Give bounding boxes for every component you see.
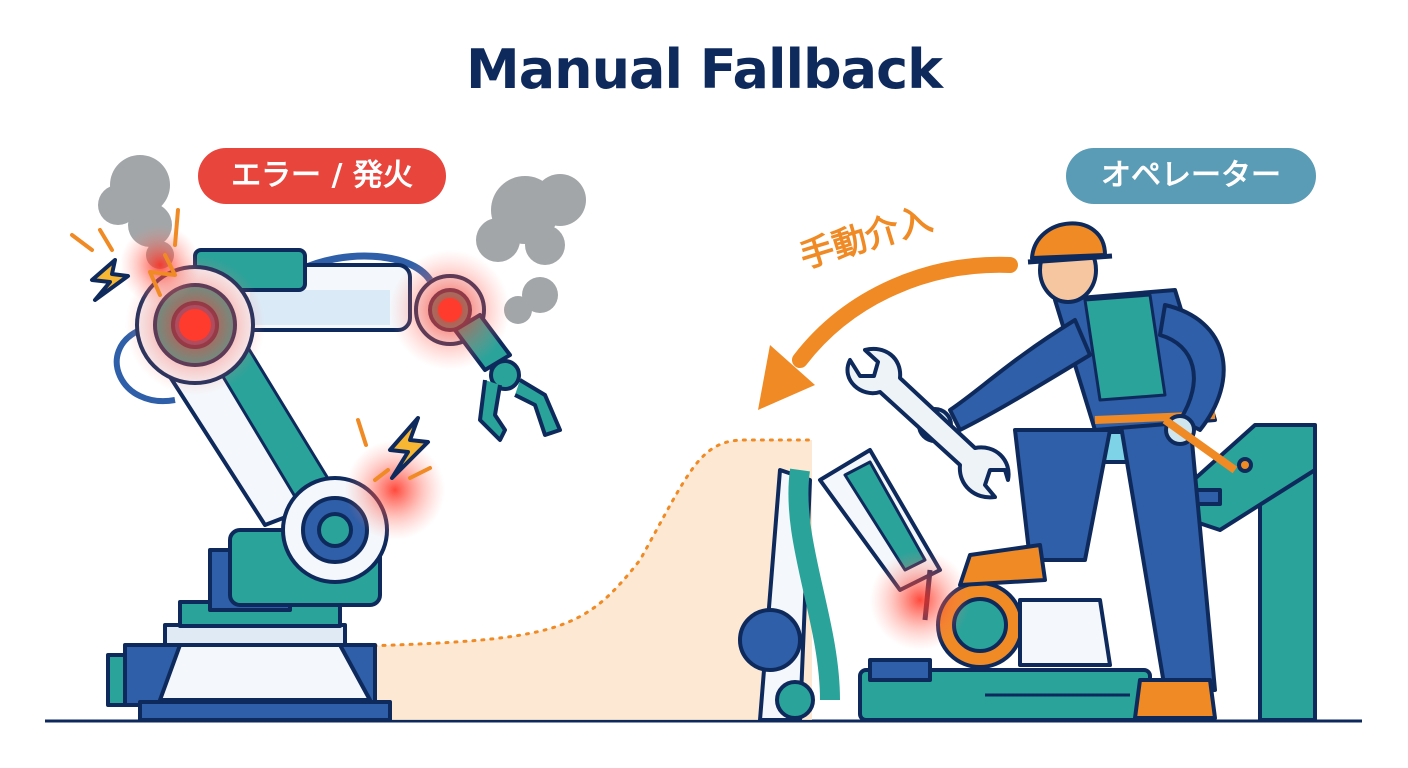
operator-figure	[917, 221, 1238, 720]
arrowhead-icon	[758, 345, 815, 410]
operator-badge: オペレーター	[1066, 148, 1316, 204]
intervention-arrow	[792, 256, 1018, 368]
fallback-area	[365, 440, 812, 720]
smoke-cloud-right	[476, 174, 586, 324]
fallback-dotted-outline	[363, 438, 814, 648]
wrench-icon	[845, 346, 1011, 500]
repair-robot-arm	[738, 448, 1152, 722]
failing-robot-arm	[70, 155, 586, 722]
error-badge: エラー / 発火	[198, 148, 446, 204]
page-title: Manual Fallback	[465, 38, 943, 101]
lightning-icon	[90, 258, 130, 302]
lightning-icon	[388, 416, 430, 480]
spark-icon	[70, 208, 432, 482]
smoke-cloud-left	[98, 155, 174, 269]
